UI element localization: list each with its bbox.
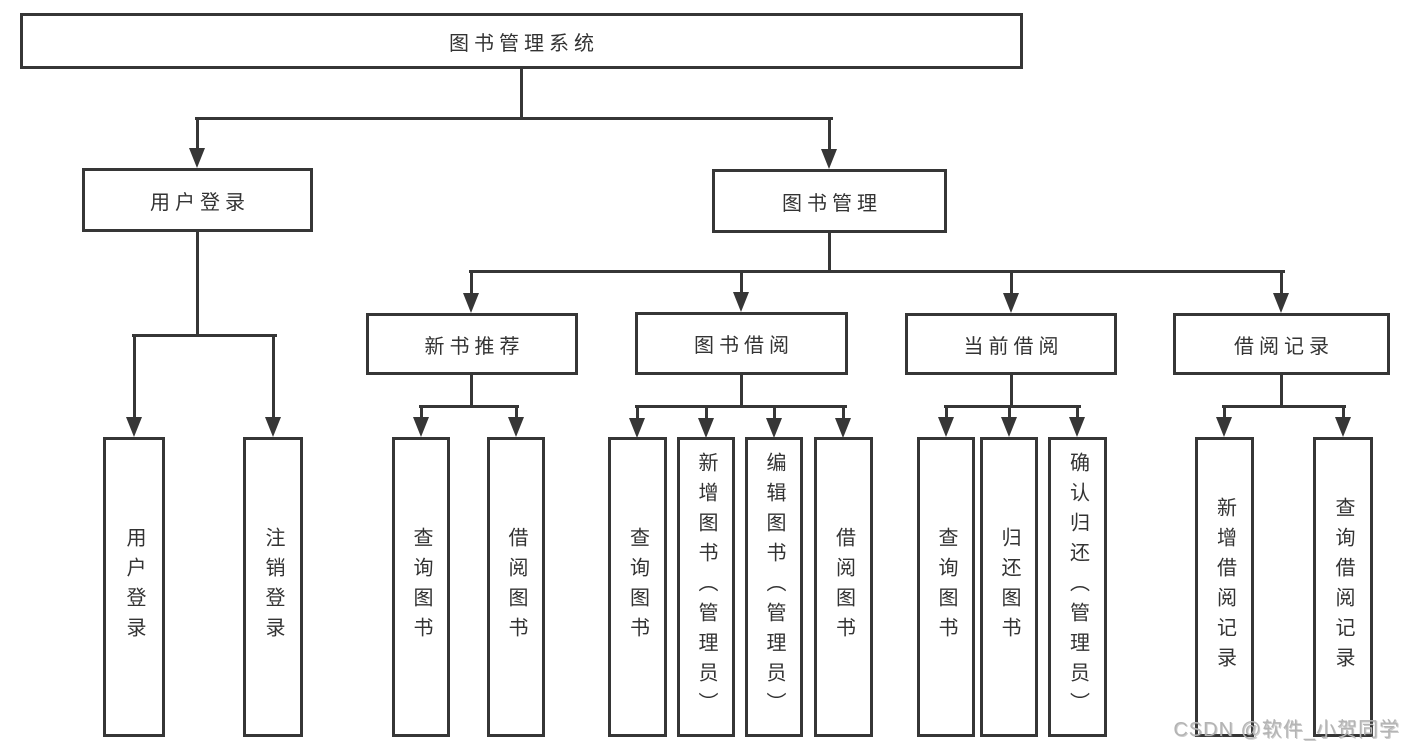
connector-vline [772,406,776,426]
arrow-down-icon [189,148,205,168]
connector-vline [271,335,275,425]
arrow-down-icon [508,417,524,437]
node-current-borrow: 当前借阅 [905,313,1117,375]
connector-vline [1009,375,1013,408]
node-book-borrow: 图书借阅 [635,312,848,375]
connector-vline [514,406,518,425]
node-book-management-label: 图书管理 [782,192,882,215]
connector-vline [1222,406,1226,425]
node-library-system-label: 图书管理系统 [449,32,599,55]
connector-vline [469,271,473,301]
connector-vline [827,233,831,273]
leaf-current-query-books-label: 查询图书 [935,527,957,647]
connector-hline [943,404,1081,408]
leaf-current-return-books-label: 归还图书 [998,527,1020,647]
connector-vline [1009,271,1013,301]
leaf-current-query-books: 查询图书 [917,437,975,737]
connector-vline [704,406,708,426]
arrow-down-icon [1216,417,1232,437]
leaf-newbook-borrow-books-label: 借阅图书 [505,527,527,647]
arrow-down-icon [413,417,429,437]
arrow-down-icon [1335,417,1351,437]
arrow-down-icon [463,293,479,313]
connector-vline [635,406,639,426]
connector-vline [1007,406,1011,425]
leaf-user-login: 用户登录 [103,437,165,737]
leaf-logout-label: 注销登录 [262,527,284,647]
connector-hline [1221,404,1346,408]
arrow-down-icon [1003,293,1019,313]
leaf-newbook-query-books: 查询图书 [392,437,450,737]
leaf-borrow-edit-books-admin: 编辑图书（管理员） [745,437,803,737]
node-new-book-recommend: 新书推荐 [366,313,578,375]
leaf-borrow-query-books-label: 查询图书 [626,527,649,647]
connector-vline [195,118,199,156]
arrow-down-icon [629,418,645,438]
arrow-down-icon [766,418,782,438]
leaf-current-confirm-return-admin: 确认归还（管理员） [1048,437,1107,737]
connector-vline [841,406,845,426]
leaf-records-add-record-label: 新增借阅记录 [1213,497,1236,677]
arrow-down-icon [1273,293,1289,313]
arrow-down-icon [265,417,281,437]
arrow-down-icon [126,417,142,437]
arrow-down-icon [821,149,837,169]
arrow-down-icon [1069,417,1085,437]
connector-hline [634,404,847,408]
connector-vline [469,375,473,408]
leaf-newbook-borrow-books: 借阅图书 [487,437,545,737]
connector-vline [739,271,743,300]
node-current-borrow-label: 当前借阅 [963,335,1064,358]
node-library-system: 图书管理系统 [20,13,1023,69]
arrow-down-icon [1001,417,1017,437]
node-user-login: 用户登录 [82,168,313,232]
connector-vline [195,232,199,337]
connector-hline [194,116,833,120]
connector-hline [468,269,1285,273]
connector-hline [131,333,277,337]
connector-vline [1075,406,1079,425]
node-user-login-label: 用户登录 [150,191,250,214]
leaf-current-confirm-return-admin-label: 确认归还（管理员） [1066,452,1089,722]
arrow-down-icon [938,417,954,437]
leaf-borrow-borrow-books-label: 借阅图书 [832,527,855,647]
leaf-logout: 注销登录 [243,437,303,737]
leaf-user-login-label: 用户登录 [123,527,145,647]
arrow-down-icon [698,418,714,438]
leaf-records-query-record-label: 查询借阅记录 [1332,497,1354,677]
node-book-management: 图书管理 [712,169,947,233]
leaf-newbook-query-books-label: 查询图书 [410,527,432,647]
arrow-down-icon [733,292,749,312]
connector-vline [132,335,136,425]
leaf-borrow-edit-books-admin-label: 编辑图书（管理员） [763,452,785,722]
leaf-borrow-borrow-books: 借阅图书 [814,437,873,737]
leaf-current-return-books: 归还图书 [980,437,1038,737]
connector-hline [418,404,519,408]
leaf-borrow-add-books-admin: 新增图书（管理员） [677,437,735,737]
node-borrow-records: 借阅记录 [1173,313,1390,375]
arrow-down-icon [835,418,851,438]
connector-vline [739,375,743,408]
leaf-records-add-record: 新增借阅记录 [1195,437,1254,737]
csdn-watermark: CSDN @软件_小贺同学 [1173,719,1400,741]
node-book-borrow-label: 图书借阅 [694,335,794,357]
node-borrow-records-label: 借阅记录 [1234,335,1334,358]
leaf-records-query-record: 查询借阅记录 [1313,437,1373,737]
connector-vline [419,406,423,425]
connector-vline [1341,406,1345,425]
connector-vline [827,118,831,157]
connector-vline [944,406,948,425]
node-new-book-recommend-label: 新书推荐 [424,335,525,358]
leaf-borrow-query-books: 查询图书 [608,437,667,737]
leaf-borrow-add-books-admin-label: 新增图书（管理员） [695,452,717,722]
connector-vline [1279,375,1283,408]
connector-vline [519,68,523,119]
connector-vline [1279,271,1283,301]
